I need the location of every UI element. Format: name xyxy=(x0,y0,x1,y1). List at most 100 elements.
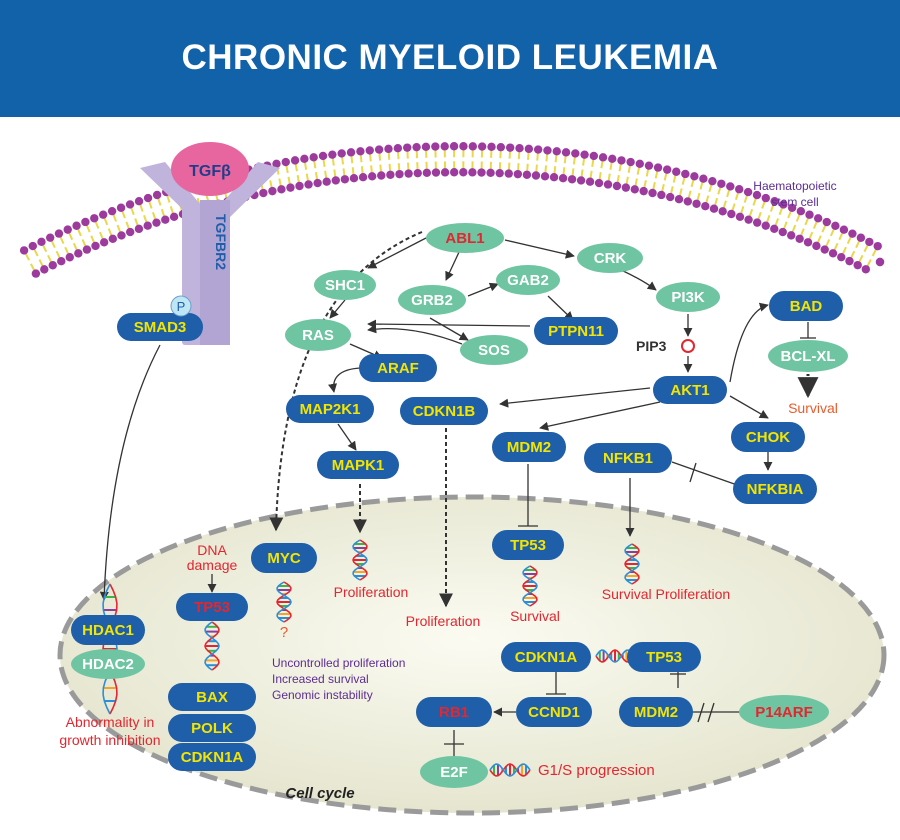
node-nfkbia: NFKBIA xyxy=(733,474,817,504)
dna-damage-label: DNA xyxy=(197,542,227,558)
node-label-ras: RAS xyxy=(302,327,334,344)
node-mapk1: MAPK1 xyxy=(317,451,399,479)
node-label-hdac1: HDAC1 xyxy=(82,622,134,639)
node-label-smad3: SMAD3 xyxy=(134,319,187,336)
node-label-nfkb1: NFKB1 xyxy=(603,450,653,467)
dna-mapk1-icon xyxy=(352,539,368,581)
node-chok: CHOK xyxy=(731,422,805,452)
page-title: CHRONIC MYELOID LEUKEMIA xyxy=(181,38,719,77)
node-gab2: GAB2 xyxy=(496,265,560,295)
growth-inhibition-label: growth inhibition xyxy=(59,732,160,748)
edge-smad3-hdac1 xyxy=(99,344,161,601)
node-smad3: SMAD3 xyxy=(117,313,203,341)
node-label-pi3k: PI3K xyxy=(671,289,705,306)
survival-tp53-label: Survival xyxy=(510,608,560,624)
node-e2f: E2F xyxy=(420,756,488,788)
myc-question-label: ? xyxy=(280,624,288,641)
edge-map2k1-mapk1 xyxy=(337,423,357,451)
edge-akt1-bad xyxy=(729,302,769,383)
edge-abl1-grb2 xyxy=(445,249,461,281)
inhib-nfkb1-nfkbia xyxy=(671,461,741,487)
node-label-araf: ARAF xyxy=(377,360,419,377)
node-label-tp53-right: TP53 xyxy=(646,649,682,666)
node-label-shc1: SHC1 xyxy=(325,277,365,294)
node-label-bax: BAX xyxy=(196,689,228,706)
dna-myc-icon xyxy=(276,581,292,623)
node-label-grb2: GRB2 xyxy=(411,292,453,309)
edge-araf-map2k1 xyxy=(328,367,361,393)
tgf-beta-ligand xyxy=(171,142,249,196)
node-label-bad: BAD xyxy=(790,298,823,315)
node-label-polk: POLK xyxy=(191,720,233,737)
dna-e2f-icon xyxy=(489,763,531,777)
cell-cycle-label: Cell cycle xyxy=(285,785,354,802)
edge-akt1-mdm2 xyxy=(539,401,661,431)
node-cdkn1b: CDKN1B xyxy=(400,397,488,425)
title-banner: CHRONIC MYELOID LEUKEMIA xyxy=(0,0,900,117)
node-nfkb1: NFKB1 xyxy=(584,443,672,473)
node-rb1: RB1 xyxy=(416,697,492,727)
edge-grb2-sos xyxy=(429,317,469,341)
node-shc1: SHC1 xyxy=(314,270,376,300)
edge-shc1-ras xyxy=(329,299,346,319)
edge-gab2-ptpn11 xyxy=(547,295,574,321)
node-label-cdkn1a-right: CDKN1A xyxy=(515,649,578,666)
node-map2k1: MAP2K1 xyxy=(286,395,374,423)
node-label-rb1: RB1 xyxy=(439,704,469,721)
node-label-map2k1: MAP2K1 xyxy=(300,401,361,418)
node-cdkn1a-left: CDKN1A xyxy=(168,743,256,771)
edge-akt1-chok xyxy=(729,395,769,419)
node-tp53-left: TP53 xyxy=(176,593,248,621)
node-label-ptpn11: PTPN11 xyxy=(548,323,604,340)
tgfbr2-label: TGFBR2 xyxy=(213,214,229,270)
edge-abl1-shc1 xyxy=(367,237,427,269)
node-label-akt1: AKT1 xyxy=(670,382,709,399)
stem-cell-label: stem cell xyxy=(771,195,818,209)
dna-tp53-icon xyxy=(522,565,538,607)
node-label-cdkn1b: CDKN1B xyxy=(413,403,476,420)
edge-akt1-cdkn1b xyxy=(499,387,651,408)
edge-sos-ras xyxy=(367,324,463,345)
genomic-instability-label: Genomic instability xyxy=(272,688,373,702)
node-tp53-right: TP53 xyxy=(627,642,701,672)
node-ras: RAS xyxy=(285,319,351,351)
node-mdm2-top: MDM2 xyxy=(492,432,566,462)
increased-survival-label: Increased survival xyxy=(272,672,369,686)
node-bax: BAX xyxy=(168,683,256,711)
node-label-p14arf: P14ARF xyxy=(755,704,813,721)
survival-bclxl-label: Survival xyxy=(788,400,838,416)
edge-abl1-crk xyxy=(504,239,575,259)
node-hdac2: HDAC2 xyxy=(71,649,145,679)
node-abl1: ABL1 xyxy=(426,223,504,253)
node-myc: MYC xyxy=(251,543,317,573)
edge-ptpn11-ras xyxy=(367,319,531,329)
node-label-sos: SOS xyxy=(478,342,510,359)
node-label-crk: CRK xyxy=(594,250,627,267)
node-araf: ARAF xyxy=(359,354,437,382)
node-grb2: GRB2 xyxy=(398,285,466,315)
cell-membrane xyxy=(19,142,885,278)
g1s-progression-label: G1/S progression xyxy=(538,762,655,779)
cell-cycle-ellipse xyxy=(57,494,887,816)
labels: Haematopoietic stem cell Survival DNA da… xyxy=(59,179,837,802)
survival-proliferation-label: Survival Proliferation xyxy=(602,586,730,602)
node-pi3k: PI3K xyxy=(656,282,720,312)
node-label-e2f: E2F xyxy=(440,764,468,781)
tgfb-label: TGFβ xyxy=(189,163,231,180)
phospho-label: P xyxy=(177,299,186,314)
node-crk: CRK xyxy=(577,243,643,273)
node-mdm2-bottom: MDM2 xyxy=(619,697,693,727)
node-label-chok: CHOK xyxy=(746,429,790,446)
edges xyxy=(99,231,819,756)
node-label-mdm2-top: MDM2 xyxy=(507,439,551,456)
uncontrolled-proliferation-label: Uncontrolled proliferation xyxy=(272,656,405,670)
node-polk: POLK xyxy=(168,714,256,742)
node-cdkn1a-right: CDKN1A xyxy=(501,642,591,672)
edge-grb2-gab2 xyxy=(467,282,499,297)
proliferation-mapk1-label: Proliferation xyxy=(334,584,409,600)
node-p14arf: P14ARF xyxy=(739,695,829,729)
node-label-gab2: GAB2 xyxy=(507,272,549,289)
node-label-mapk1: MAPK1 xyxy=(332,457,385,474)
node-label-cdkn1a-left: CDKN1A xyxy=(181,749,244,766)
node-sos: SOS xyxy=(460,335,528,365)
